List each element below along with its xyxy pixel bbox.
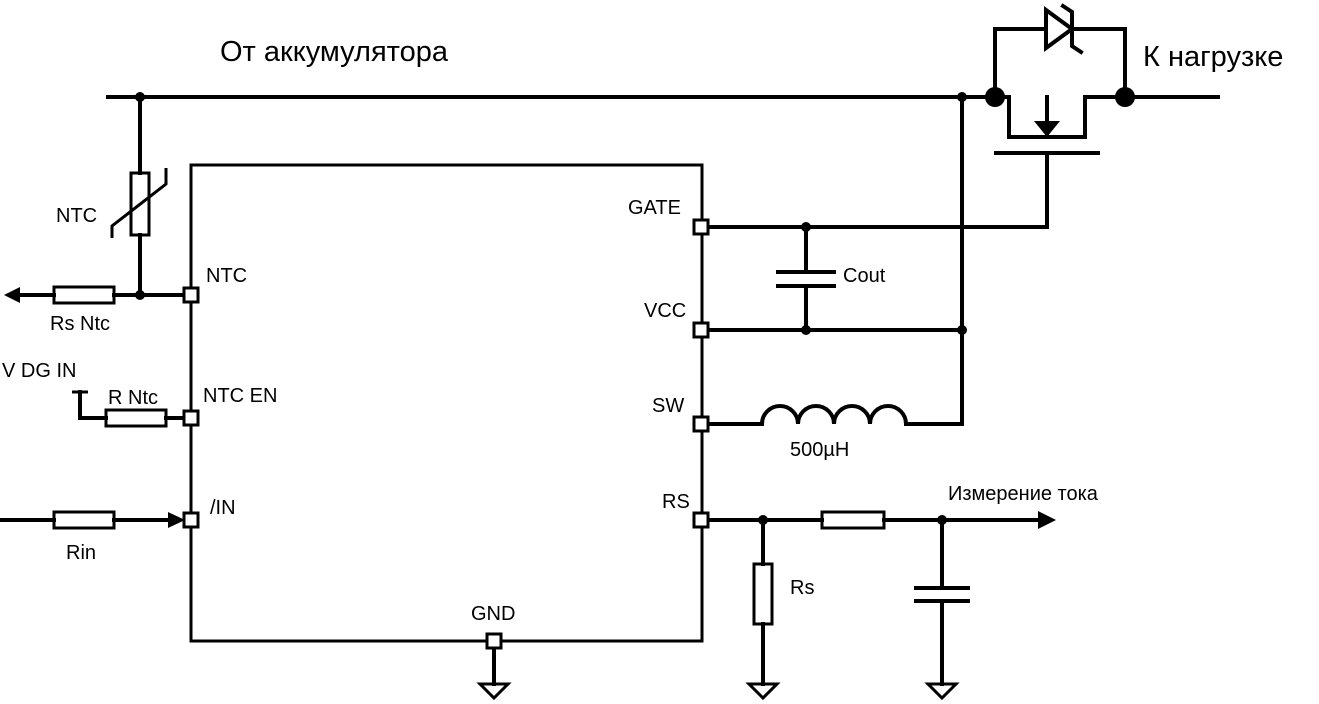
current-sense-network [699,510,1056,530]
pin-ntc-label: NTC [206,265,247,287]
pin-in-label: /IN [210,497,236,519]
mosfet-switch [699,87,1135,229]
inductor-label: 500µH [790,439,849,461]
pin-rs-label: RS [662,491,690,513]
inductor [699,404,964,427]
rs-resistor [745,518,781,701]
current-measure-label: Измерение тока [948,483,1099,505]
cout-capacitor [776,222,836,335]
mosfet-source-node [985,87,1005,107]
from-battery-label: От аккумулятора [220,36,449,68]
ntc-thermistor [110,92,168,297]
rin-label: Rin [66,542,96,564]
rs-ntc-resistor [4,285,192,305]
pin-ntc [182,286,200,304]
pin-gnd-label: GND [471,603,515,625]
mosfet-drain-node [1115,87,1135,107]
v-dg-in-label: V DG IN [2,360,76,382]
pin-vcc-label: VCC [644,300,686,322]
vcc-rail [699,92,967,426]
r-ntc-label: R Ntc [108,387,158,409]
zener-diode [993,3,1127,99]
pin-ntc-en-label: NTC EN [203,385,277,407]
pin-sw-label: SW [652,395,684,417]
pin-gate [692,218,710,236]
pin-ntc-en [182,409,200,427]
filter-capacitor [914,518,970,701]
pin-gate-label: GATE [628,197,681,219]
controller-ic [189,163,704,643]
pin-sw [692,415,710,433]
pin-in [182,511,200,529]
pin-gnd [485,632,503,650]
rs-label: Rs [790,577,814,599]
rin-resistor [0,510,185,530]
cout-label: Cout [843,265,886,287]
pin-vcc [692,321,710,339]
to-load-label: К нагрузке [1143,41,1283,73]
ic-ground [476,646,512,701]
rs-ntc-label: Rs Ntc [50,313,110,335]
ntc-thermistor-label: NTC [56,205,97,227]
pin-rs [692,511,710,529]
